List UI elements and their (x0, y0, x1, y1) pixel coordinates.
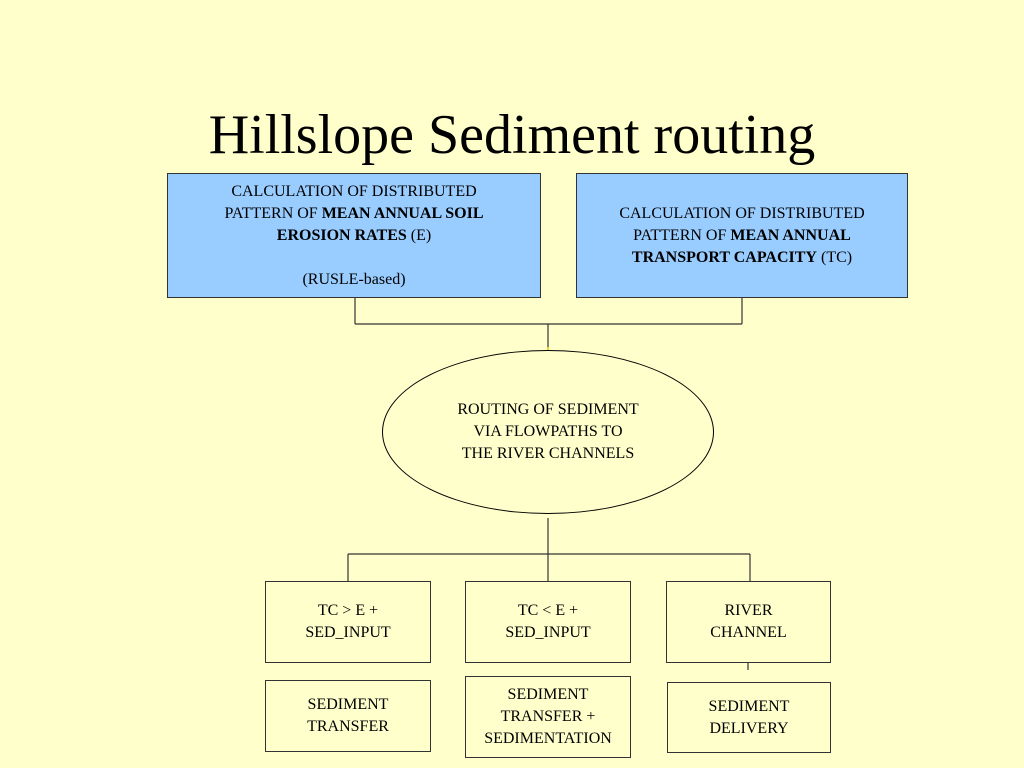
erosion-line-1: CALCULATION OF DISTRIBUTED (231, 182, 477, 200)
outcome-box-sediment-delivery: SEDIMENT DELIVERY (667, 682, 831, 753)
condition-3-line-1: RIVER (724, 602, 773, 619)
erosion-line-4: (RUSLE-based) (302, 270, 406, 288)
routing-line-3: THE RIVER CHANNELS (461, 445, 635, 462)
transport-line-1: CALCULATION OF DISTRIBUTED (619, 204, 865, 222)
routing-line-1: ROUTING OF SEDIMENT (457, 401, 639, 418)
outcome-1-line-1: SEDIMENT (307, 696, 389, 713)
erosion-rates-box: CALCULATION OF DISTRIBUTED PATTERN OF ME… (167, 173, 541, 298)
condition-box-tc-gt-e: TC > E + SED_INPUT (265, 581, 431, 663)
routing-ellipse: ROUTING OF SEDIMENT VIA FLOWPATHS TO THE… (382, 350, 714, 514)
outcome-2-line-3: SEDIMENTATION (484, 730, 612, 747)
erosion-line-3: EROSION RATES (E) (276, 226, 432, 244)
outcome-2-line-1: SEDIMENT (507, 686, 589, 703)
transport-line-2: PATTERN OF MEAN ANNUAL (633, 226, 851, 244)
condition-3-line-2: CHANNEL (710, 624, 787, 641)
transport-line-3: TRANSPORT CAPACITY (TC) (631, 248, 853, 266)
condition-2-line-1: TC < E + (517, 602, 579, 619)
condition-box-tc-lt-e: TC < E + SED_INPUT (465, 581, 631, 663)
erosion-line-2: PATTERN OF MEAN ANNUAL SOIL (224, 204, 484, 222)
condition-2-line-2: SED_INPUT (505, 624, 591, 641)
outcome-box-sediment-transfer: SEDIMENT TRANSFER (265, 680, 431, 752)
outcome-3-line-1: SEDIMENT (708, 697, 790, 715)
routing-line-2: VIA FLOWPATHS TO (473, 423, 623, 440)
condition-1-line-1: TC > E + (317, 602, 379, 619)
condition-1-line-2: SED_INPUT (305, 624, 391, 641)
outcome-box-transfer-sedimentation: SEDIMENT TRANSFER + SEDIMENTATION (465, 676, 631, 758)
outcome-2-line-2: TRANSFER + (500, 708, 596, 725)
outcome-3-line-2: DELIVERY (709, 719, 789, 737)
outcome-1-line-2: TRANSFER (307, 718, 389, 735)
condition-box-river-channel: RIVER CHANNEL (666, 581, 831, 663)
slide-title: Hillslope Sediment routing (208, 104, 816, 166)
transport-capacity-box: CALCULATION OF DISTRIBUTED PATTERN OF ME… (576, 173, 908, 298)
